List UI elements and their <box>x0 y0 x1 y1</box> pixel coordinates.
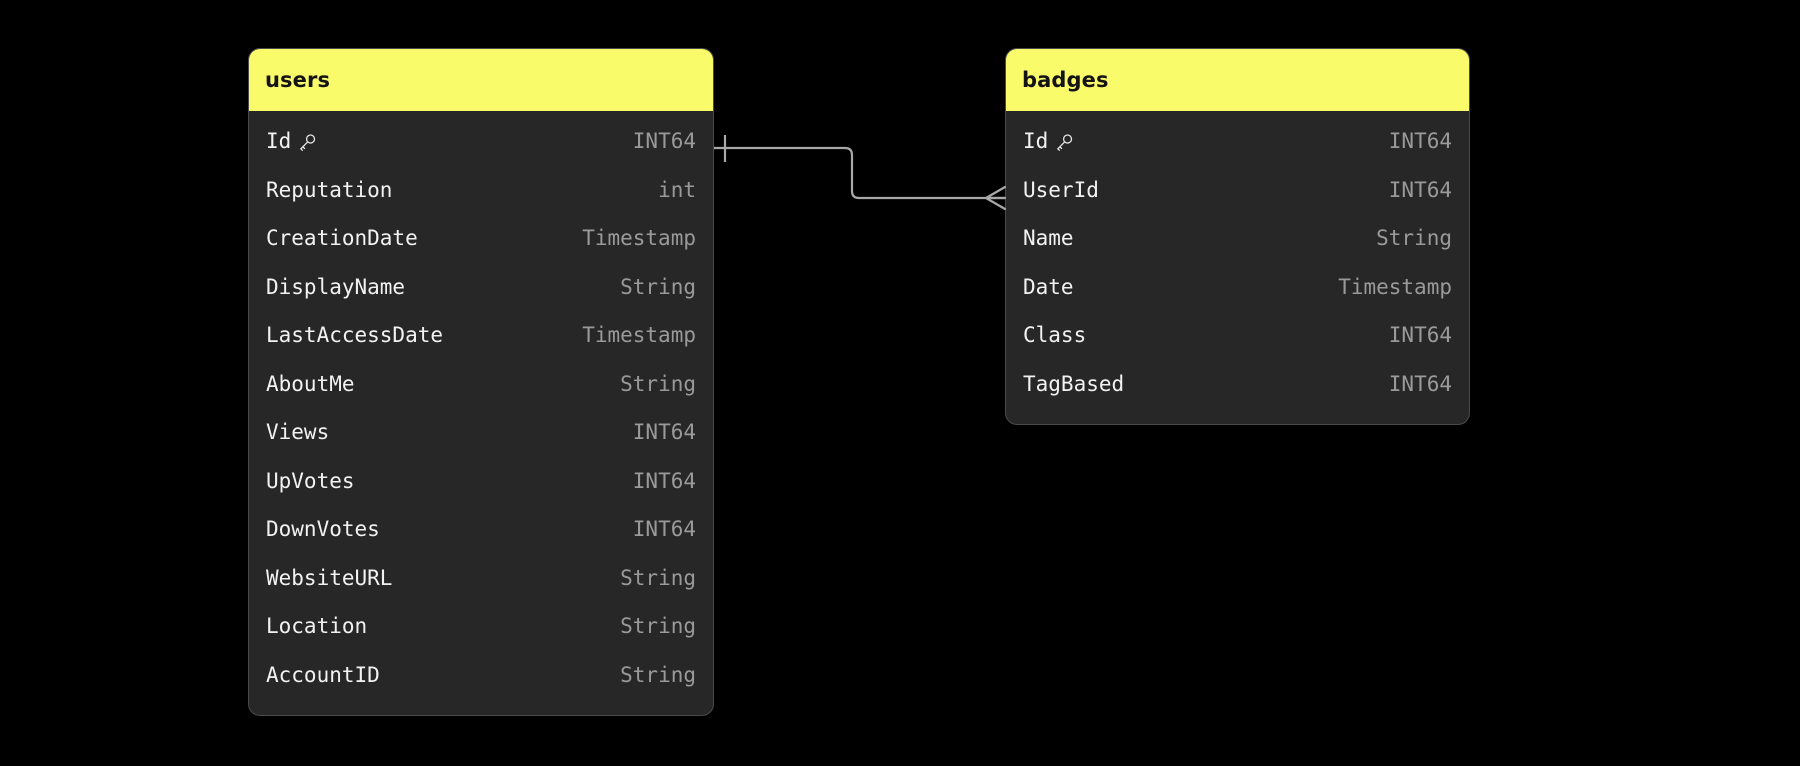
column-row[interactable]: Location String <box>249 602 713 651</box>
column-type: INT64 <box>1388 323 1452 348</box>
column-type: Timestamp <box>582 226 696 251</box>
relationship-line <box>714 146 1005 200</box>
column-name: UpVotes <box>266 469 355 493</box>
column-name: DisplayName <box>266 275 405 299</box>
column-name-label: DisplayName <box>266 274 406 299</box>
column-name-label: Location <box>266 614 368 639</box>
column-name-label: Date <box>1023 274 1074 299</box>
column-name-label: Class <box>1023 323 1087 348</box>
column-type: int <box>658 177 696 202</box>
column-row[interactable]: Id INT64 <box>249 117 713 166</box>
column-name-label: Name <box>1023 226 1074 251</box>
column-name-label: DownVotes <box>266 517 380 542</box>
column-row[interactable]: TagBased INT64 <box>1006 360 1469 409</box>
column-name: TagBased <box>1023 372 1124 396</box>
column-name: Location <box>266 614 367 638</box>
column-name: Class <box>1023 323 1086 347</box>
key-icon <box>1055 133 1074 152</box>
column-type: String <box>620 614 696 639</box>
entity-header-users[interactable]: users <box>249 49 713 111</box>
entity-title-users: users <box>265 68 331 92</box>
column-type: Timestamp <box>582 323 696 348</box>
column-name: UserId <box>1023 178 1099 202</box>
column-name-label: LastAccessDate <box>266 323 444 348</box>
column-row[interactable]: Date Timestamp <box>1006 263 1469 312</box>
column-row[interactable]: DownVotes INT64 <box>249 505 713 554</box>
column-name: WebsiteURL <box>266 566 392 590</box>
key-icon <box>298 133 317 152</box>
entity-title-badges: badges <box>1022 68 1109 92</box>
relationship-users-id-to-badges-userid[interactable] <box>714 135 1007 211</box>
column-type: INT64 <box>632 129 696 154</box>
column-row[interactable]: UserId INT64 <box>1006 166 1469 215</box>
column-name-label: CreationDate <box>266 226 418 251</box>
column-row[interactable]: AboutMe String <box>249 360 713 409</box>
cardinality-many-crowfoot-marker <box>984 185 1007 211</box>
column-name-label: Id <box>1023 129 1049 154</box>
column-row[interactable]: DisplayName String <box>249 263 713 312</box>
column-name-label: UpVotes <box>266 468 355 493</box>
column-name: Name <box>1023 226 1074 250</box>
column-row[interactable]: Class INT64 <box>1006 311 1469 360</box>
column-name: CreationDate <box>266 226 418 250</box>
column-row[interactable]: WebsiteURL String <box>249 554 713 603</box>
column-name-label: WebsiteURL <box>266 565 393 590</box>
column-row[interactable]: UpVotes INT64 <box>249 457 713 506</box>
column-name-label: UserId <box>1023 177 1099 202</box>
column-name: Date <box>1023 275 1074 299</box>
column-row[interactable]: AccountID String <box>249 651 713 700</box>
column-name-label: Id <box>266 129 292 154</box>
column-row[interactable]: Id INT64 <box>1006 117 1469 166</box>
column-row[interactable]: CreationDate Timestamp <box>249 214 713 263</box>
column-name-label: AccountID <box>266 662 380 687</box>
column-type: INT64 <box>1388 129 1452 154</box>
column-name: DownVotes <box>266 517 380 541</box>
column-name: Views <box>266 420 329 444</box>
column-row[interactable]: Name String <box>1006 214 1469 263</box>
column-name-label: Views <box>266 420 330 445</box>
column-type: INT64 <box>1388 371 1452 396</box>
column-type: INT64 <box>632 468 696 493</box>
column-type: String <box>1376 226 1452 251</box>
column-row[interactable]: Views INT64 <box>249 408 713 457</box>
column-type: INT64 <box>632 420 696 445</box>
column-name: Reputation <box>266 178 392 202</box>
column-name: Id <box>1023 129 1074 153</box>
column-type: INT64 <box>1388 177 1452 202</box>
column-row[interactable]: LastAccessDate Timestamp <box>249 311 713 360</box>
column-type: String <box>620 565 696 590</box>
column-name-label: Reputation <box>266 177 393 202</box>
column-name: LastAccessDate <box>266 323 443 347</box>
column-name-label: TagBased <box>1023 371 1125 396</box>
column-type: Timestamp <box>1338 274 1452 299</box>
column-name-label: AboutMe <box>266 371 355 396</box>
entity-header-badges[interactable]: badges <box>1006 49 1469 111</box>
column-name: AccountID <box>266 663 380 687</box>
column-type: String <box>620 371 696 396</box>
column-name: Id <box>266 129 317 153</box>
column-type: INT64 <box>632 517 696 542</box>
column-row[interactable]: Reputation int <box>249 166 713 215</box>
column-type: String <box>620 662 696 687</box>
column-type: String <box>620 274 696 299</box>
column-name: AboutMe <box>266 372 355 396</box>
